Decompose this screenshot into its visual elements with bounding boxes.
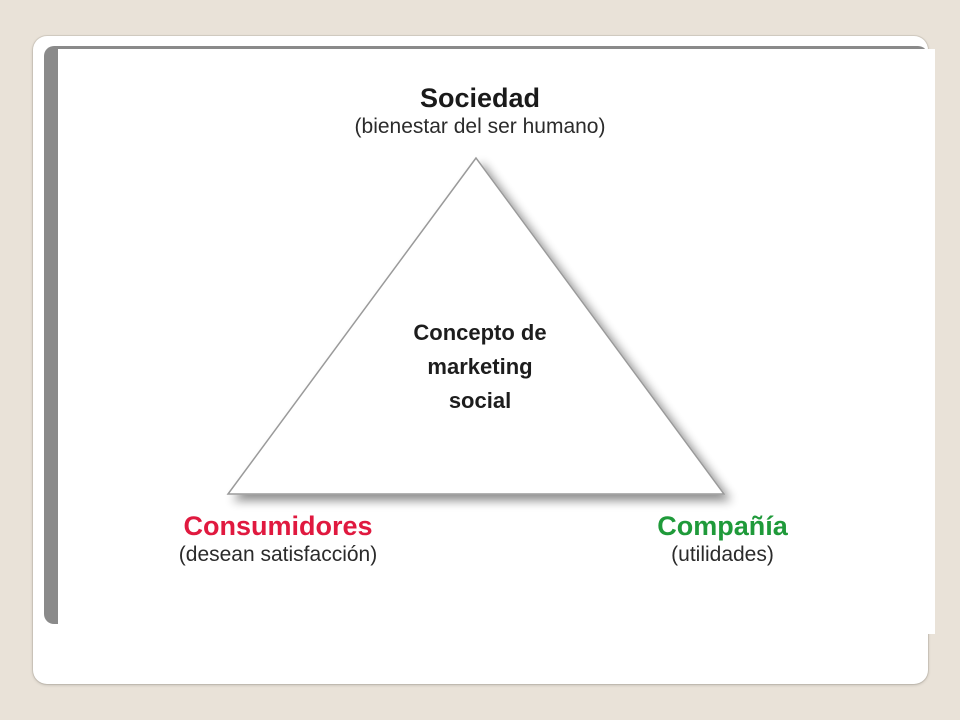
society-subtitle: (bienestar del ser humano) [354, 115, 606, 138]
consumers-subtitle: (desean satisfacción) [178, 543, 378, 566]
company-subtitle: (utilidades) [671, 543, 774, 566]
society-node: Sociedad (bienestar del ser humano) [280, 82, 680, 140]
center-label-line: marketing [427, 354, 533, 379]
center-label-line: social [448, 388, 512, 413]
society-title: Sociedad [419, 83, 541, 113]
marketing-triangle [226, 156, 726, 495]
company-title: Compañía [657, 511, 788, 541]
consumers-node: Consumidores (desean satisfacción) [128, 510, 428, 568]
center-label-line: Concepto de [413, 320, 547, 345]
center-label: Concepto de marketing social [360, 316, 600, 418]
company-node: Compañía (utilidades) [600, 510, 845, 568]
consumers-title: Consumidores [183, 511, 373, 541]
